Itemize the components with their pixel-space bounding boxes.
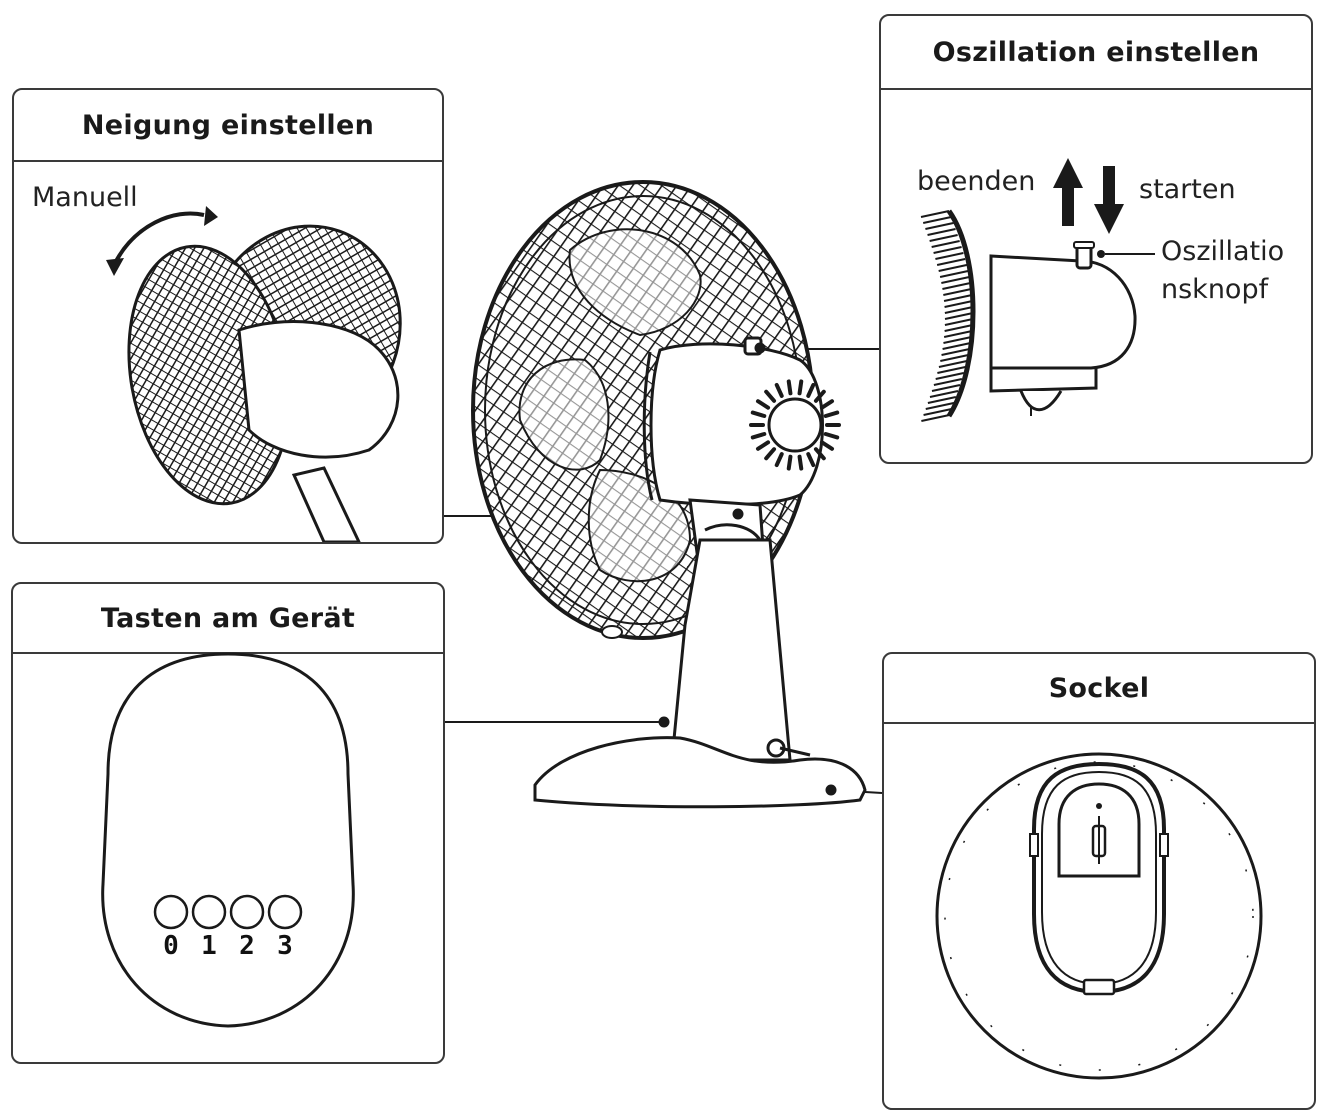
- vent-slot: [813, 447, 826, 461]
- button-0: [153, 894, 189, 930]
- rim-spoke: [940, 354, 969, 362]
- control-panel-illustration: 0 1 2 3: [101, 652, 355, 1028]
- vent-slot: [823, 410, 840, 418]
- vent-slot: [806, 382, 816, 398]
- vent-slot: [813, 389, 826, 403]
- rim-spoke: [923, 408, 952, 416]
- rim-spoke: [943, 336, 972, 344]
- button-0-label: 0: [163, 931, 179, 961]
- vent-slot: [774, 452, 784, 468]
- down-arrow-icon: [1094, 166, 1124, 234]
- button-3-label: 3: [277, 931, 293, 961]
- vent-slot: [806, 452, 816, 468]
- speed-buttons: [153, 894, 303, 930]
- vent-slot: [786, 379, 793, 396]
- rim-spoke: [936, 258, 966, 266]
- start-label: starten: [1139, 174, 1236, 205]
- rim-spoke: [927, 396, 957, 404]
- fan-stand: [533, 342, 867, 809]
- rim-spoke: [944, 318, 974, 326]
- rim-spoke: [944, 300, 973, 308]
- base-panel-title: Sockel: [884, 654, 1314, 724]
- rim-spoke: [935, 372, 964, 380]
- rim-spoke: [941, 348, 970, 356]
- rim-spoke: [942, 342, 971, 350]
- rim-spoke: [939, 270, 969, 278]
- rim-spoke: [938, 360, 968, 368]
- rim-spoke: [929, 390, 959, 398]
- rim-spoke: [933, 378, 963, 386]
- rim-spoke: [920, 210, 950, 218]
- vent-slot: [823, 432, 840, 440]
- motor-housing: [642, 336, 841, 507]
- rim-spoke: [922, 216, 952, 224]
- rim-spoke: [929, 234, 958, 242]
- vent-slot: [764, 447, 777, 461]
- vent-slot: [774, 382, 784, 398]
- rim-spoke: [944, 306, 974, 314]
- vent-slot: [797, 379, 804, 396]
- button-2-label: 2: [239, 931, 255, 961]
- rim-spoke: [944, 324, 973, 332]
- knob-label-line2: nsknopf: [1161, 274, 1269, 305]
- rim-spoke: [943, 294, 973, 302]
- button-1-label: 1: [201, 931, 217, 961]
- tilt-illustration: [106, 206, 402, 542]
- oscillation-panel: Oszillation einstellen beenden starten O…: [879, 14, 1313, 464]
- base-panel: Sockel: [882, 652, 1316, 1110]
- motor-vents: [749, 379, 841, 471]
- rim-spoke: [931, 240, 960, 248]
- stop-label: beenden: [917, 166, 1036, 197]
- rim-spoke: [937, 366, 966, 374]
- keys-panel: Tasten am Gerät 0 1 2 3: [11, 582, 445, 1064]
- tilt-panel: Neigung einstellen Manuell: [12, 88, 444, 544]
- rim-spoke: [942, 282, 971, 290]
- vent-slot: [755, 399, 771, 410]
- button-2: [229, 894, 265, 930]
- vent-slot: [819, 399, 835, 410]
- vent-slot: [797, 454, 804, 471]
- rim-spoke: [925, 402, 954, 410]
- rim-spoke: [943, 330, 973, 338]
- vent-slot: [750, 410, 767, 418]
- vent-slot: [786, 454, 793, 471]
- vent-slot: [764, 389, 777, 403]
- arrow-head-right-icon: [204, 206, 218, 226]
- tilt-panel-title: Neigung einstellen: [14, 90, 442, 162]
- rim-spoke: [944, 312, 974, 320]
- rim-spoke: [935, 252, 964, 260]
- button-1: [191, 894, 227, 930]
- button-3: [267, 894, 303, 930]
- rim-spoke: [943, 288, 972, 296]
- oscillation-panel-title: Oszillation einstellen: [881, 16, 1311, 90]
- rim-spoke: [931, 384, 961, 392]
- rim-spoke: [941, 276, 970, 284]
- base-illustration: [935, 752, 1263, 1080]
- rim-spoke: [925, 222, 954, 230]
- vent-slot: [819, 440, 835, 451]
- knob-label-line1: Oszillatio: [1161, 236, 1285, 267]
- oscillation-knob-icon: [1075, 244, 1093, 270]
- up-arrow-icon: [1053, 158, 1083, 226]
- manual-label: Manuell: [32, 182, 138, 213]
- rim-spoke: [921, 414, 950, 422]
- vent-slot: [750, 432, 767, 440]
- grille-rim: [920, 210, 974, 422]
- arrow-head-left-icon: [106, 258, 124, 276]
- rim-spoke: [927, 228, 956, 236]
- oscillation-illustration: [920, 158, 1155, 422]
- rim-spoke: [933, 246, 962, 254]
- rim-spoke: [938, 264, 967, 272]
- vent-slot: [755, 440, 771, 451]
